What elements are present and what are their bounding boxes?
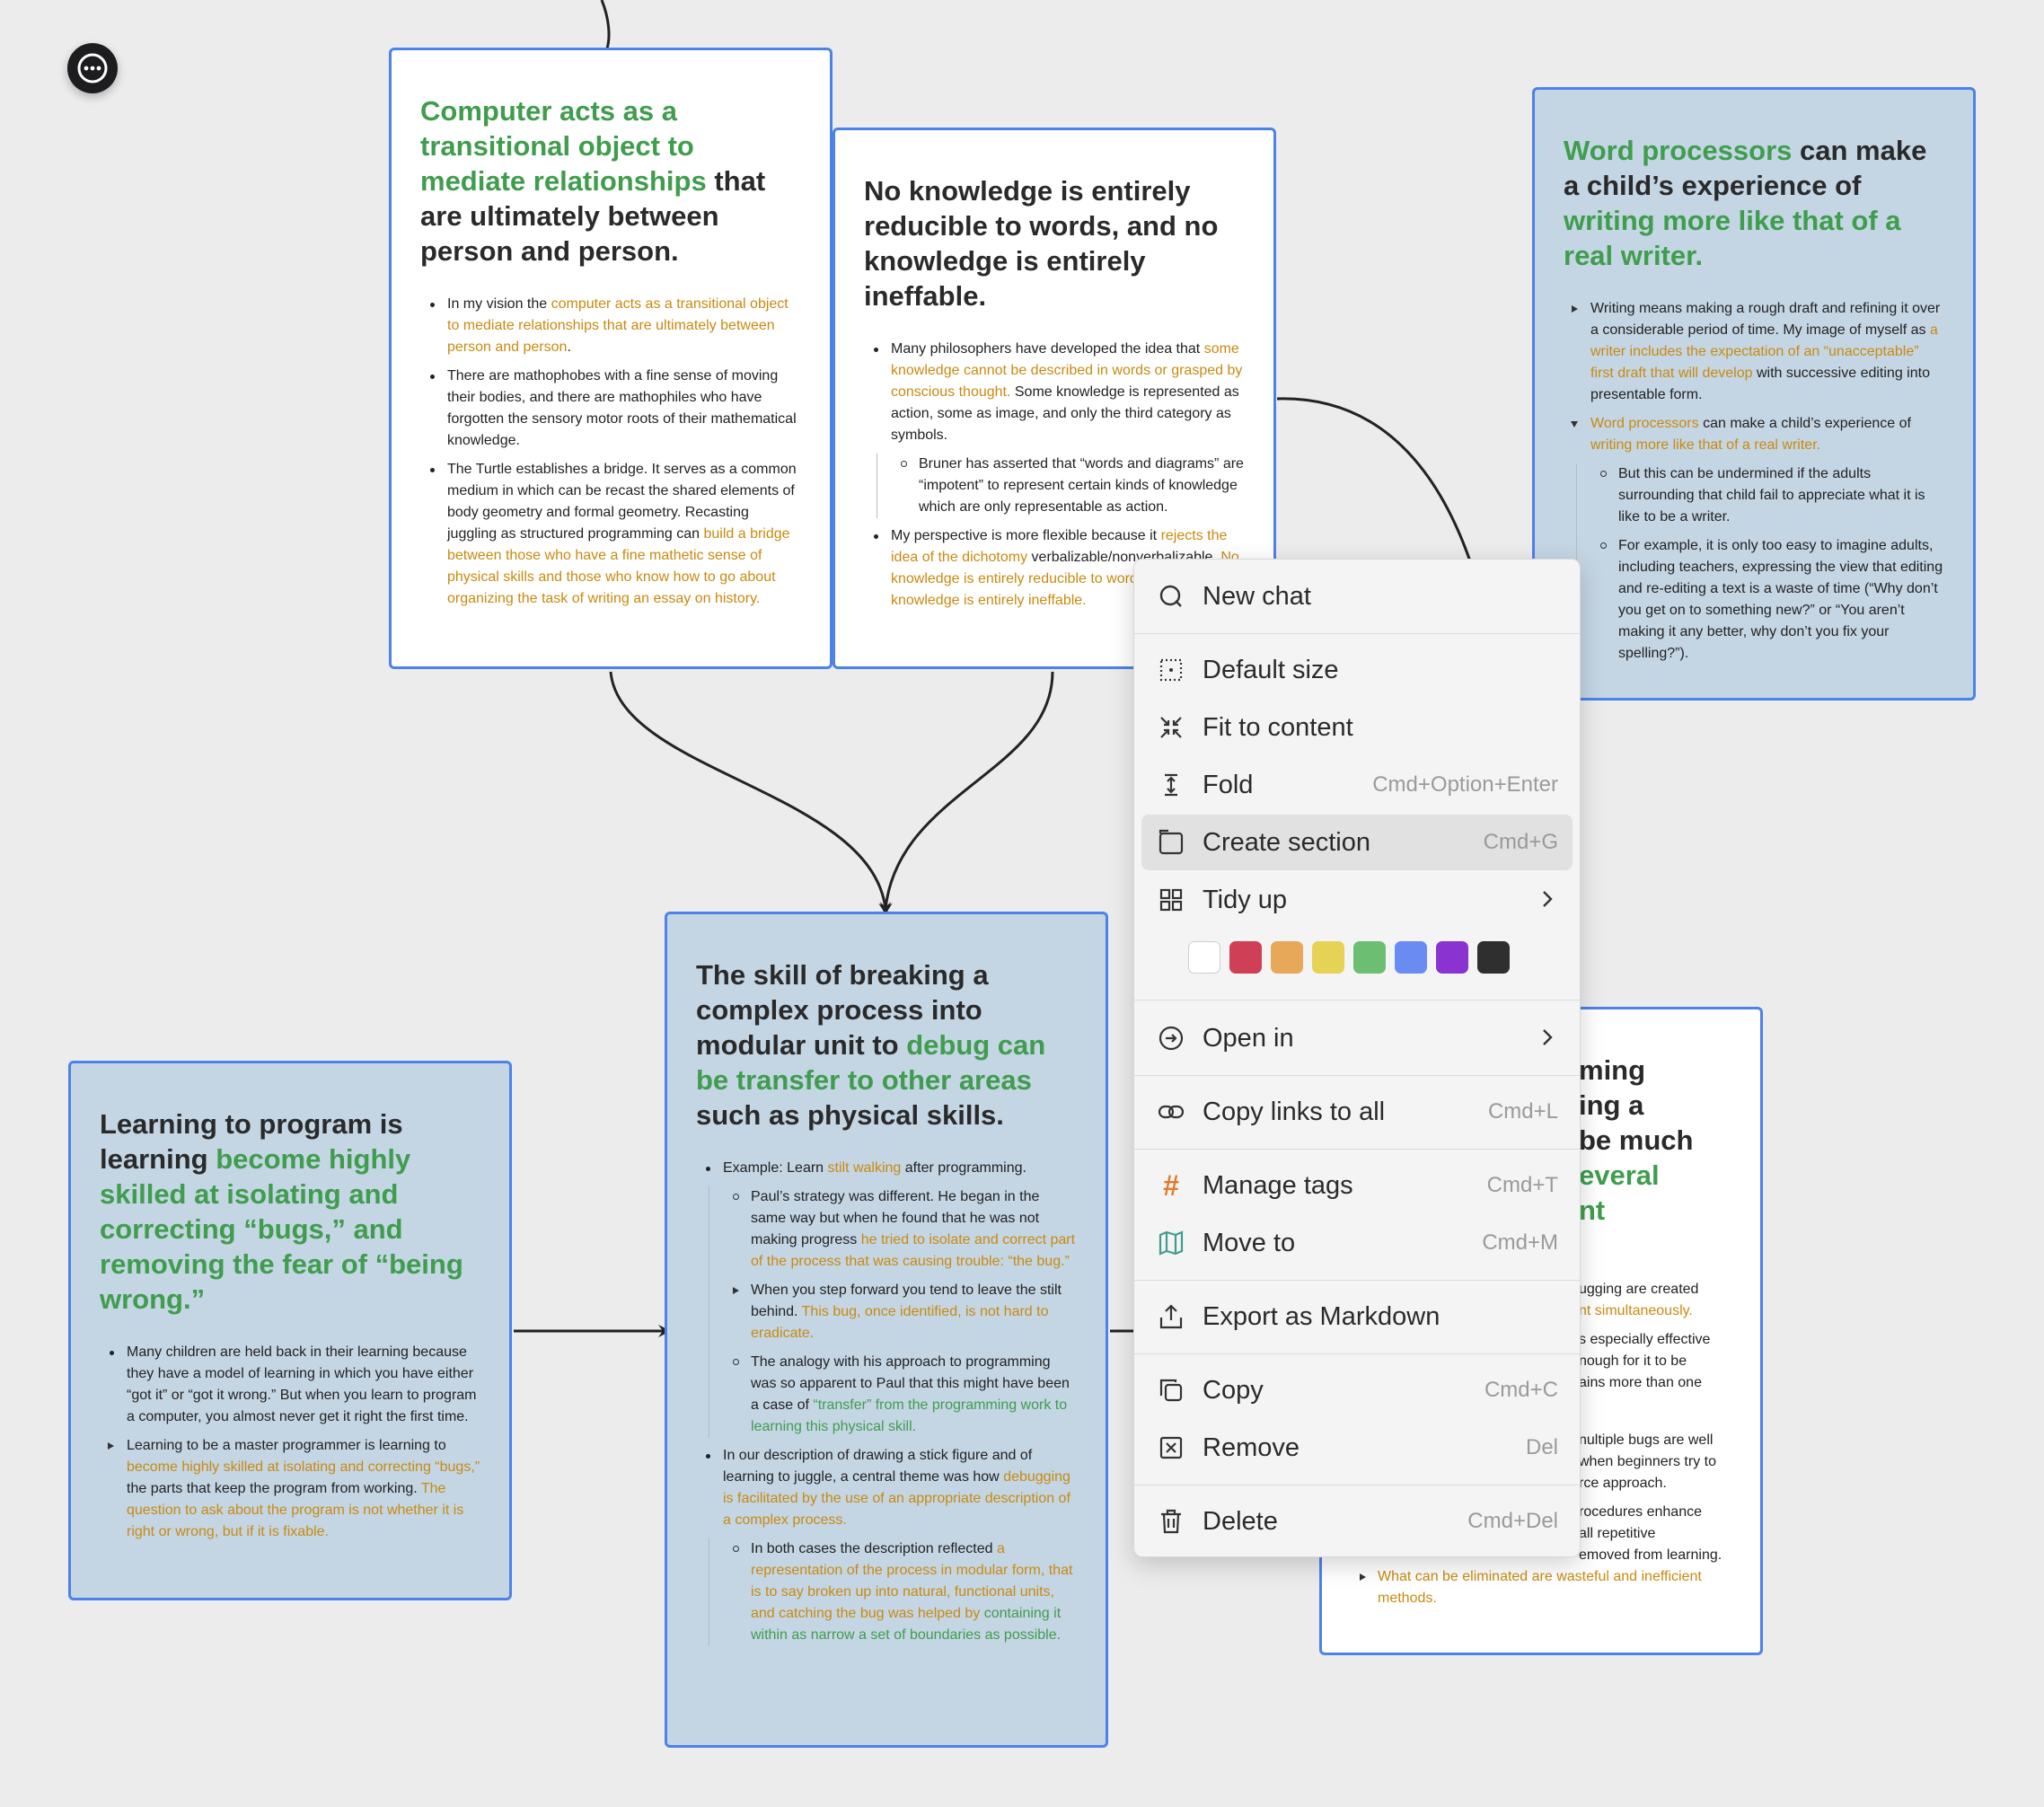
card-title: Learning to program is learning become h… [100, 1108, 463, 1315]
chevron-right-icon [1540, 1024, 1555, 1053]
edge-transitional-to-skill [609, 671, 892, 915]
menu-create-section[interactable]: Create section Cmd+G [1141, 815, 1573, 870]
card-notes: In my vision the computer acts as a tran… [420, 294, 801, 610]
color-swatch[interactable] [1477, 941, 1510, 974]
chat-icon [1156, 581, 1186, 612]
list-item: Example: Learn stilt walking after progr… [696, 1158, 1077, 1438]
sub-list-item: When you step forward you tend to leave … [724, 1280, 1077, 1344]
text-fragment: rocedures enhance [1579, 1504, 1702, 1520]
copy-icon [1156, 1375, 1186, 1406]
menu-copy-links[interactable]: Copy links to all Cmd+L [1141, 1084, 1573, 1140]
sub-list-item: But this can be undermined if the adults… [1591, 463, 1944, 528]
menu-default-size[interactable]: Default size [1141, 642, 1573, 698]
menu-remove[interactable]: Remove Del [1141, 1420, 1573, 1476]
color-swatches [1188, 941, 1510, 974]
card-body: ugging are created nt simultaneously. s es… [1579, 1279, 1722, 1566]
title-fragment: nt [1579, 1194, 1606, 1226]
section-icon [1156, 827, 1186, 858]
card-notes: Many philosophers have developed the ide… [864, 339, 1245, 612]
chevron-right-icon [1540, 886, 1555, 915]
text-fragment: nt simultaneously. [1579, 1303, 1693, 1318]
card-notes: Writing means making a rough draft and r… [1564, 298, 1944, 665]
remove-icon [1156, 1432, 1186, 1463]
list-item: The Turtle establishes a bridge. It serv… [420, 459, 801, 610]
list-item: Learning to be a master programmer is le… [100, 1435, 480, 1543]
card-title: Word processors can make a child’s exper… [1564, 135, 1927, 271]
color-swatch[interactable] [1395, 941, 1427, 974]
card-title: Computer acts as a transitional object t… [420, 95, 766, 267]
text-fragment: nough for it to be [1579, 1353, 1687, 1369]
color-swatch[interactable] [1271, 941, 1303, 974]
sub-list-item: Paul’s strategy was different. He began … [724, 1186, 1077, 1273]
title-fragment: ming [1579, 1054, 1646, 1086]
title-fragment: everal [1579, 1159, 1660, 1191]
sub-list-item: The analogy with his approach to program… [724, 1352, 1077, 1438]
list-item: In my vision the computer acts as a tran… [420, 294, 801, 358]
edge-top-into-card [600, 0, 611, 49]
text-fragment: ugging are created [1579, 1282, 1699, 1297]
title-fragment: ing a [1579, 1089, 1644, 1121]
color-swatch[interactable] [1353, 941, 1386, 974]
menu-move-to[interactable]: Move to Cmd+M [1141, 1215, 1573, 1271]
text-fragment: nultiple bugs are well [1579, 1432, 1714, 1448]
text-fragment: s especially effective [1579, 1332, 1711, 1347]
menu-tidy-up[interactable]: Tidy up [1141, 872, 1573, 928]
sub-list-item: In both cases the description reflected … [724, 1538, 1077, 1646]
list-item: There are mathophobes with a fine sense … [420, 366, 801, 452]
color-swatch[interactable] [1229, 941, 1262, 974]
list-item: Writing means making a rough draft and r… [1564, 298, 1944, 406]
list-item: Word processors can make a child’s exper… [1564, 413, 1944, 665]
edge-knowledge-to-word [1276, 397, 1482, 594]
card-notes: Many children are held back in their lea… [100, 1342, 480, 1543]
list-item: In our description of drawing a stick fi… [696, 1445, 1077, 1646]
trash-icon [1156, 1506, 1186, 1537]
card-notes: Example: Learn stilt walking after progr… [696, 1158, 1077, 1646]
color-swatch[interactable] [1188, 941, 1220, 974]
sub-list-item: For example, it is only too easy to imag… [1591, 535, 1944, 665]
list-item: What can be eliminated are wasteful and … [1351, 1566, 1737, 1609]
map-icon [1156, 1228, 1186, 1258]
card-title: No knowledge is entirely reducible to wo… [864, 175, 1219, 312]
list-item: Many children are held back in their lea… [100, 1342, 480, 1428]
menu-fit-to-content[interactable]: Fit to content [1141, 700, 1573, 755]
menu-open-in[interactable]: Open in [1141, 1010, 1573, 1066]
text-fragment: ains more than one [1579, 1375, 1702, 1390]
card-title: The skill of breaking a complex process … [696, 959, 1046, 1131]
edge-knowledge-to-skill [879, 671, 1054, 915]
hash-icon: # [1163, 1168, 1179, 1202]
menu-copy[interactable]: Copy Cmd+C [1141, 1362, 1573, 1418]
text-fragment: rce approach. [1579, 1476, 1667, 1491]
menu-new-chat[interactable]: New chat [1141, 569, 1573, 624]
menu-fold[interactable]: Fold Cmd+Option+Enter [1141, 757, 1573, 813]
fit-content-icon [1156, 712, 1186, 743]
link-icon [1156, 1097, 1186, 1127]
text-fragment: all repetitive [1579, 1526, 1656, 1541]
sub-list-item: Bruner has asserted that “words and diag… [892, 454, 1245, 518]
card-skill-breaking[interactable]: The skill of breaking a complex process … [665, 912, 1108, 1748]
grid-icon [1156, 885, 1186, 915]
text-fragment: when beginners try to [1579, 1454, 1716, 1469]
fold-icon [1156, 770, 1186, 800]
list-item: Many philosophers have developed the ide… [864, 339, 1245, 518]
export-icon [1156, 1301, 1186, 1332]
open-in-icon [1156, 1023, 1186, 1053]
default-size-icon [1156, 655, 1186, 685]
color-swatch[interactable] [1436, 941, 1468, 974]
menu-delete[interactable]: Delete Cmd+Del [1141, 1494, 1573, 1549]
text-fragment: emoved from learning. [1579, 1547, 1722, 1563]
card-learning-to-program[interactable]: Learning to program is learning become h… [68, 1061, 512, 1600]
context-menu: New chat Default size Fit to content Fol… [1133, 559, 1581, 1557]
menu-export-markdown[interactable]: Export as Markdown [1141, 1289, 1573, 1344]
card-transitional-object[interactable]: Computer acts as a transitional object t… [389, 48, 833, 669]
title-fragment: be much [1579, 1124, 1694, 1156]
more-icon [77, 53, 108, 84]
menu-manage-tags[interactable]: # Manage tags Cmd+T [1141, 1158, 1573, 1213]
color-swatch[interactable] [1312, 941, 1344, 974]
more-options-button[interactable] [67, 43, 118, 93]
card-word-processors[interactable]: Word processors can make a child’s exper… [1532, 87, 1976, 701]
